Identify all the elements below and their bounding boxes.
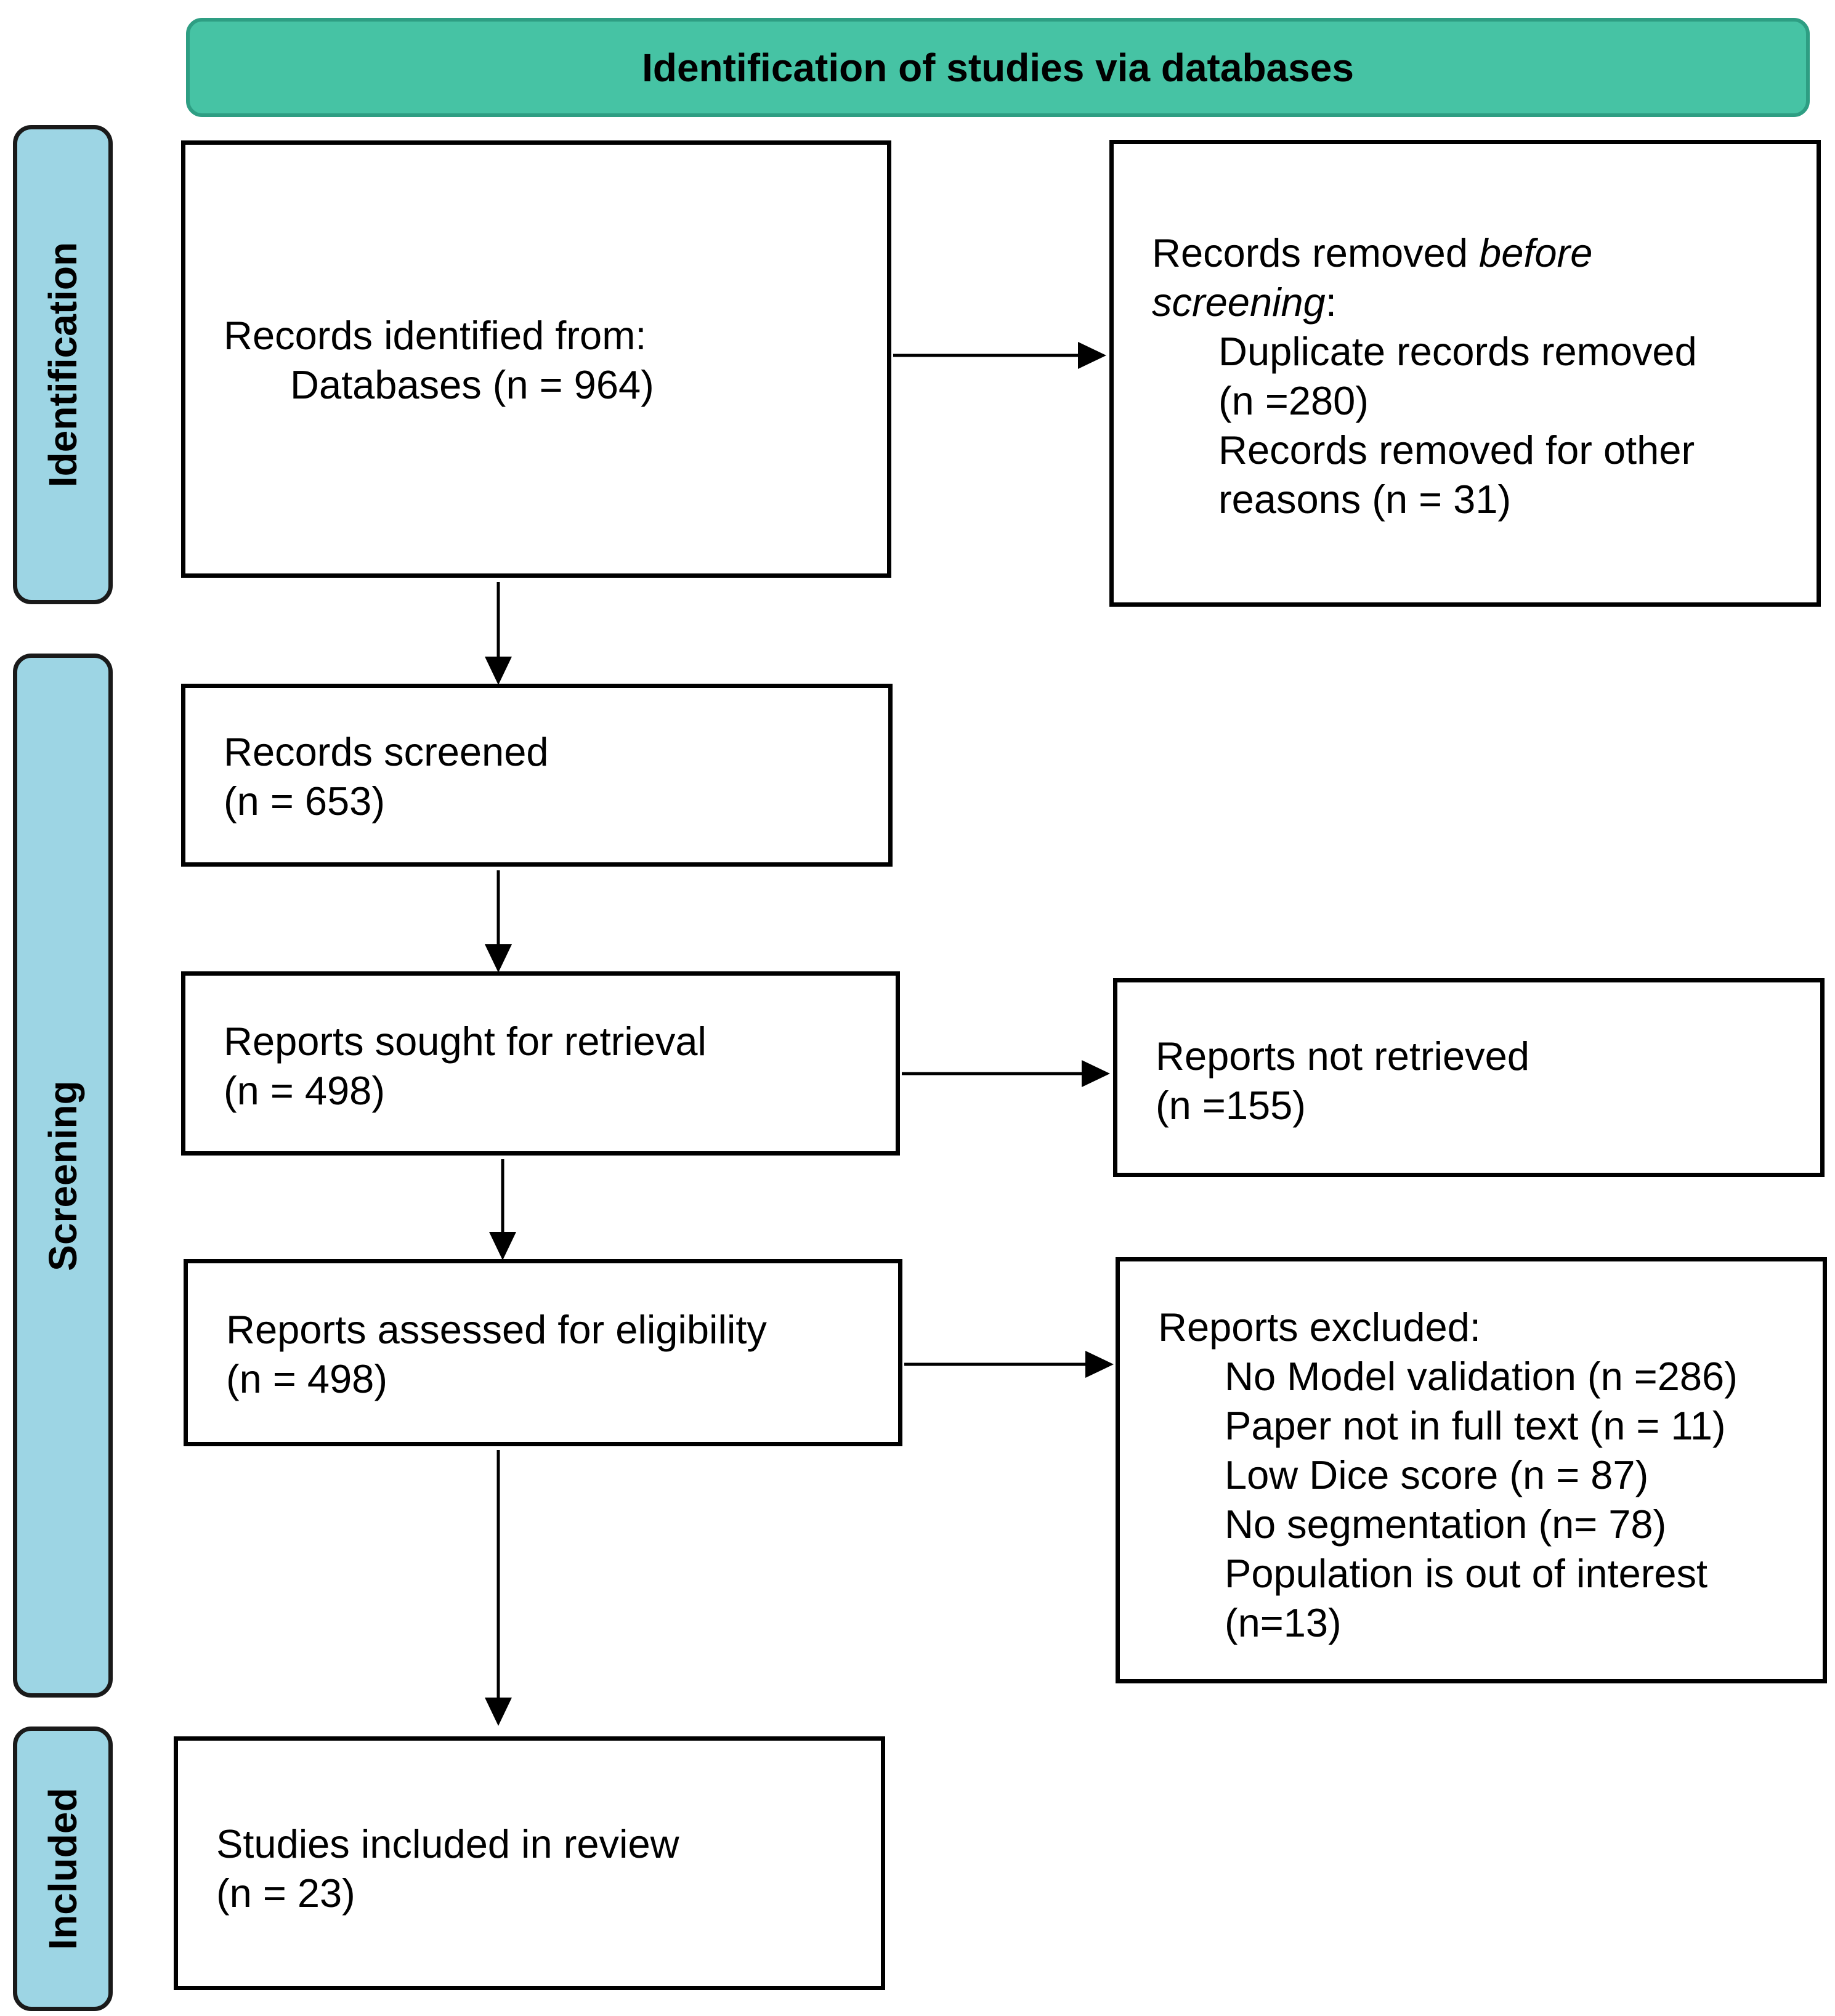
reports-assessed-label: Reports assessed for eligibility: [226, 1307, 767, 1352]
arrowhead-down: [485, 1698, 512, 1726]
studies-included-box: Studies included in review (n = 23): [174, 1736, 885, 1990]
reports-excluded-box: Reports excluded: No Model validation (n…: [1116, 1257, 1827, 1683]
studies-included-count: (n = 23): [216, 1871, 355, 1916]
phase-identification: Identification: [13, 125, 113, 604]
reports-not-retrieved-box: Reports not retrieved (n =155): [1113, 978, 1825, 1177]
reports-excluded-title: Reports excluded:: [1158, 1305, 1481, 1350]
other-removed-count: reasons (n = 31): [1218, 477, 1512, 522]
excluded-reason: No Model validation (n =286): [1225, 1354, 1738, 1399]
arrowhead-right: [1082, 1060, 1110, 1087]
records-removed-title-2: screening:: [1152, 280, 1337, 325]
header-banner: Identification of studies via databases: [186, 18, 1810, 117]
records-screened-label: Records screened: [224, 729, 549, 774]
phase-screening: Screening: [13, 654, 113, 1698]
excluded-reason: Paper not in full text (n = 11): [1225, 1403, 1726, 1448]
records-removed-title: Records removed before: [1152, 230, 1593, 275]
reports-not-retrieved-count: (n =155): [1156, 1083, 1306, 1128]
reports-not-retrieved-label: Reports not retrieved: [1156, 1034, 1529, 1079]
arrowhead-right: [1085, 1351, 1114, 1378]
reports-sought-count: (n = 498): [224, 1068, 385, 1113]
records-identified-box: Records identified from: Databases (n = …: [181, 140, 891, 578]
records-screened-box: Records screened (n = 653): [181, 684, 893, 867]
excluded-reason: (n=13): [1225, 1600, 1342, 1645]
reports-assessed-count: (n = 498): [226, 1356, 387, 1401]
excluded-reason: Low Dice score (n = 87): [1225, 1452, 1649, 1497]
duplicate-records-count: (n =280): [1218, 378, 1369, 423]
arrowhead-right: [1078, 342, 1106, 369]
phase-included: Included: [13, 1727, 113, 2011]
excluded-reason: Population is out of interest: [1225, 1551, 1708, 1596]
arrowhead-down: [485, 944, 512, 973]
excluded-reason: No segmentation (n= 78): [1225, 1502, 1667, 1547]
reports-sought-box: Reports sought for retrieval (n = 498): [181, 971, 900, 1156]
records-identified-label: Records identified from:: [224, 313, 647, 358]
arrowhead-down: [485, 657, 512, 685]
records-removed-box: Records removed before screening: Duplic…: [1109, 140, 1821, 607]
records-screened-count: (n = 653): [224, 779, 385, 824]
duplicate-records-label: Duplicate records removed: [1218, 329, 1697, 374]
header-title: Identification of studies via databases: [642, 45, 1354, 90]
studies-included-label: Studies included in review: [216, 1821, 679, 1866]
arrowhead-down: [489, 1232, 516, 1260]
reports-sought-label: Reports sought for retrieval: [224, 1019, 707, 1064]
other-removed-label: Records removed for other: [1218, 427, 1695, 472]
reports-assessed-box: Reports assessed for eligibility (n = 49…: [184, 1259, 902, 1446]
records-identified-count: Databases (n = 964): [290, 362, 654, 407]
